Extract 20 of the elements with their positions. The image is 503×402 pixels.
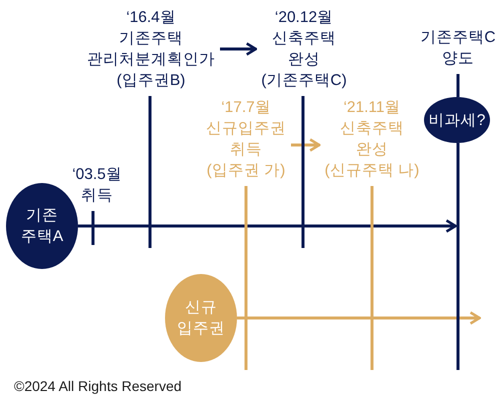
timeline-arrow: [78, 219, 457, 233]
marker-line: [244, 186, 248, 370]
event-label: 기존주택C 양도: [420, 27, 496, 69]
event-label: ‘21.11월 신축주택 완성 (신규주택 나): [324, 97, 420, 181]
marker-line: [92, 211, 94, 245]
oval-node: 기존 주택A: [6, 183, 78, 269]
marker-line: [148, 96, 152, 248]
arrow: [220, 42, 258, 56]
event-label: ‘16.4월 기존주택 관리처분계획인가 (입주권B): [87, 7, 215, 91]
copyright-note: ©2024 All Rights Reserved: [14, 377, 182, 395]
event-label: ‘20.12월 신축주택 완성 (기존주택C): [261, 7, 347, 91]
marker-line: [456, 74, 460, 97]
marker-line: [302, 96, 304, 248]
event-label: ‘17.7월 신규입주권 취득 (입주권 가): [206, 97, 286, 181]
marker-line: [456, 143, 460, 370]
arrow: [291, 138, 320, 152]
timeline-arrow: [237, 311, 481, 325]
marker-line: [370, 186, 374, 370]
oval-node: 비과세?: [424, 97, 490, 143]
oval-node: 신규 입주권: [165, 274, 237, 362]
